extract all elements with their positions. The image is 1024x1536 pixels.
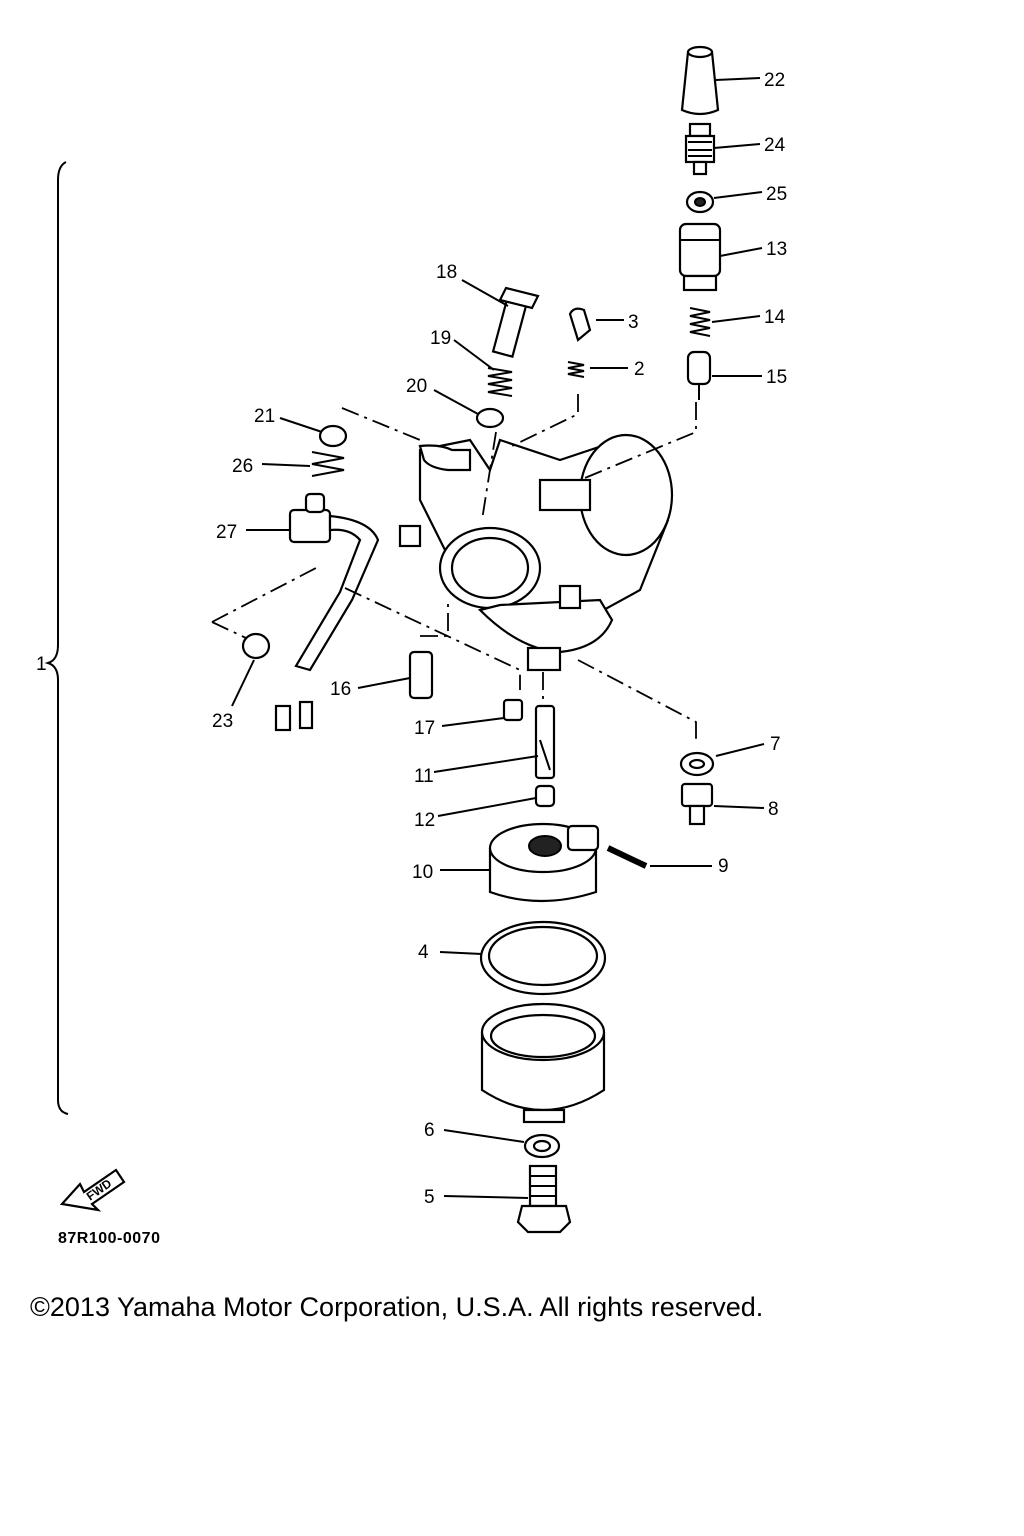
part-5-plug (516, 1164, 572, 1234)
callout-5: 5 (424, 1187, 435, 1208)
callout-4: 4 (418, 942, 429, 963)
callout-23: 23 (212, 711, 233, 732)
callout-24: 24 (764, 135, 786, 156)
part-17-screw (502, 698, 524, 722)
callout-27: 27 (216, 522, 237, 543)
callout-9: 9 (718, 856, 729, 877)
callout-13: 13 (766, 239, 787, 260)
callout-16: 16 (330, 679, 351, 700)
wire-connectors (274, 700, 314, 732)
part-6-washer (523, 1133, 561, 1159)
callout-26: 26 (232, 456, 253, 477)
part-22-cap (680, 45, 720, 116)
callout-15: 15 (766, 367, 787, 388)
callout-19: 19 (430, 328, 451, 349)
part-26-spring (311, 451, 345, 477)
part-11-jet (534, 704, 556, 780)
callout-2: 2 (634, 359, 645, 380)
callout-labels: 22 24 25 13 14 15 18 3 19 2 20 21 26 27 … (36, 70, 787, 1208)
callout-17: 17 (414, 718, 435, 739)
callout-20: 20 (406, 376, 427, 397)
part-14-spring (689, 307, 711, 337)
part-9-pin (606, 845, 648, 869)
part-7-washer (679, 751, 715, 777)
callout-7: 7 (770, 734, 781, 755)
part-15-throttle-valve (686, 350, 712, 400)
leader-lines (231, 77, 765, 1199)
part-25-nut (685, 190, 715, 214)
part-20-washer (475, 407, 505, 429)
callout-25: 25 (766, 184, 787, 205)
part-2-spring (567, 361, 585, 378)
callout-11: 11 (414, 766, 434, 787)
carburetor-exploded-diagram: 22 24 25 13 14 15 18 3 19 2 20 21 26 27 … (36, 45, 787, 1234)
part-13-cover (678, 222, 722, 292)
callout-12: 12 (414, 810, 435, 831)
carburetor-body (398, 433, 674, 672)
part-8-float-valve (680, 782, 714, 826)
part-12-jet (534, 784, 556, 808)
callout-18: 18 (436, 262, 457, 283)
fwd-arrow-icon: FWD (59, 1168, 126, 1212)
part-19-spring (487, 367, 513, 397)
copyright-notice: ©2013 Yamaha Motor Corporation, U.S.A. A… (30, 1292, 764, 1322)
part-4-gasket (479, 920, 607, 996)
callout-8: 8 (768, 799, 779, 820)
assembly-lines (211, 394, 697, 742)
callout-14: 14 (764, 307, 786, 328)
callout-6: 6 (424, 1120, 435, 1141)
assembly-bracket (44, 161, 69, 1115)
callout-1: 1 (36, 654, 47, 675)
float-bowl (480, 1002, 606, 1124)
callout-21: 21 (254, 406, 275, 427)
part-27-starter (288, 492, 380, 672)
part-21-nut (318, 424, 348, 448)
part-3-needle (568, 307, 592, 342)
part-10-float (488, 822, 600, 903)
callout-10: 10 (412, 862, 433, 883)
part-23-washer (241, 632, 271, 660)
callout-22: 22 (764, 70, 785, 91)
diagram-code: 87R100-0070 (58, 1230, 161, 1247)
part-16-fitting (408, 650, 434, 700)
part-24-adjuster (684, 122, 716, 176)
callout-3: 3 (628, 312, 639, 333)
part-18-screw (491, 286, 540, 358)
